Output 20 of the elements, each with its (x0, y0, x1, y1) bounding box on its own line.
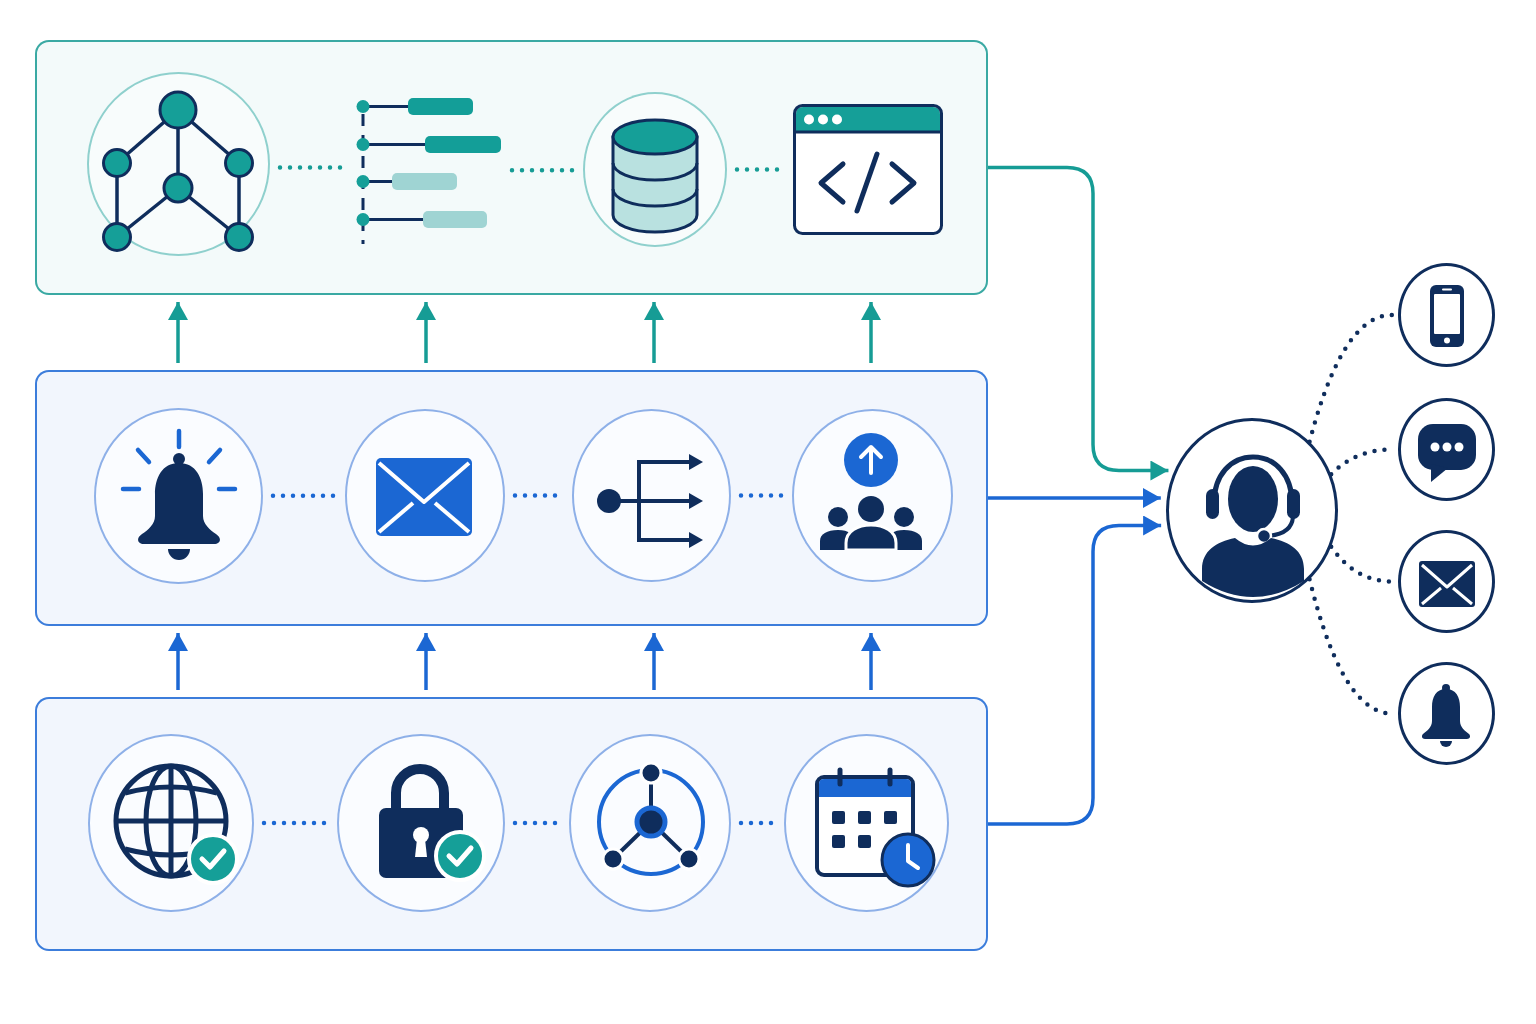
layer-panel (35, 370, 988, 626)
arrow (988, 515, 1162, 826)
arrow (168, 302, 188, 363)
layer-panel (35, 697, 988, 951)
dotted-connector (1307, 312, 1395, 444)
arrow (644, 633, 664, 690)
arrow (861, 633, 881, 690)
arrow (168, 633, 188, 690)
arrow (644, 302, 664, 363)
arrow (988, 488, 1161, 508)
arrow (416, 302, 436, 363)
dotted-connector (738, 493, 785, 498)
arrow (861, 302, 881, 363)
dotted-connector (270, 493, 338, 498)
code-window-icon (793, 104, 943, 235)
arrow (988, 165, 1169, 481)
dotted-connector (509, 168, 576, 173)
layer-panel (35, 40, 988, 295)
arrow (416, 633, 436, 690)
list-icon (356, 98, 502, 244)
